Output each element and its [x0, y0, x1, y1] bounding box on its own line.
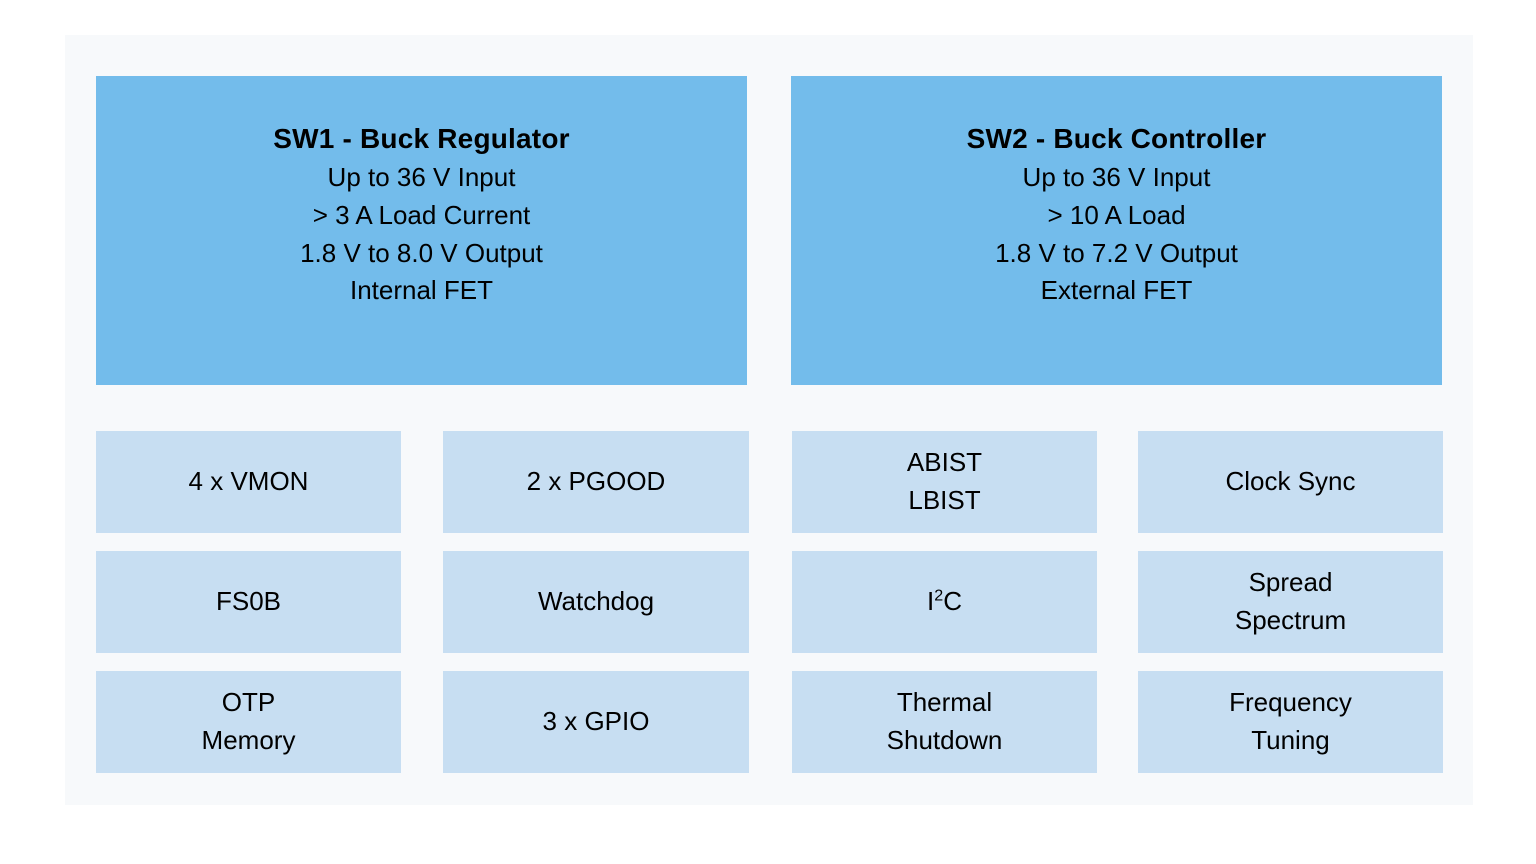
feature-label: Frequency [1229, 687, 1352, 718]
feature-label: Tuning [1251, 725, 1330, 755]
regulator-block-row: SW1 - Buck Regulator Up to 36 V Input > … [96, 76, 1442, 385]
feature-box-otp-memory: OTP Memory [96, 671, 401, 773]
feature-label: Spread [1248, 567, 1333, 598]
regulator-spec-sw1-output: 1.8 V to 8.0 V Output [300, 237, 543, 268]
feature-label: FS0B [215, 586, 282, 617]
feature-box-spread-spectrum: Spread Spectrum [1138, 551, 1443, 653]
regulator-spec-sw2-output: 1.8 V to 7.2 V Output [995, 237, 1238, 268]
feature-box-gpio: 3 x GPIO [443, 671, 749, 773]
regulator-spec-sw1-load: > 3 A Load Current [312, 199, 531, 230]
feature-box-bist: ABIST LBIST [792, 431, 1097, 533]
feature-label: Memory [201, 725, 296, 755]
feature-label: ABIST [906, 447, 983, 478]
feature-box-vmon: 4 x VMON [96, 431, 401, 533]
feature-box-clock-sync: Clock Sync [1138, 431, 1443, 533]
feature-label: Thermal [896, 687, 993, 718]
feature-label: LBIST [908, 485, 981, 515]
regulator-title-sw2: SW2 - Buck Controller [966, 123, 1267, 154]
feature-label: Watchdog [537, 586, 655, 617]
regulator-spec-sw1-input: Up to 36 V Input [327, 161, 516, 192]
feature-box-i2c: I2C [792, 551, 1097, 653]
feature-label: 3 x GPIO [542, 706, 650, 737]
feature-row: FS0B Watchdog I2C Spread Spectrum [96, 551, 1443, 653]
feature-label: Clock Sync [1225, 466, 1356, 497]
feature-box-pgood: 2 x PGOOD [443, 431, 749, 533]
feature-label: Shutdown [886, 725, 1003, 755]
feature-row: 4 x VMON 2 x PGOOD ABIST LBIST Clock Syn… [96, 431, 1443, 533]
feature-label: OTP [221, 687, 276, 718]
regulator-spec-sw1-fet: Internal FET [349, 275, 494, 306]
feature-row: OTP Memory 3 x GPIO Thermal Shutdown Fre… [96, 671, 1443, 773]
regulator-spec-sw2-load: > 10 A Load [1047, 199, 1186, 230]
regulator-spec-sw2-input: Up to 36 V Input [1022, 161, 1211, 192]
regulator-title-sw1: SW1 - Buck Regulator [273, 123, 570, 154]
feature-grid: 4 x VMON 2 x PGOOD ABIST LBIST Clock Syn… [96, 431, 1443, 773]
feature-label: 2 x PGOOD [526, 466, 666, 497]
feature-box-fs0b: FS0B [96, 551, 401, 653]
feature-box-thermal-shutdown: Thermal Shutdown [792, 671, 1097, 773]
regulator-spec-sw2-fet: External FET [1040, 275, 1193, 306]
feature-box-frequency-tuning: Frequency Tuning [1138, 671, 1443, 773]
feature-box-watchdog: Watchdog [443, 551, 749, 653]
feature-label: I2C [927, 586, 962, 617]
feature-label: 4 x VMON [188, 466, 309, 497]
diagram-panel: SW1 - Buck Regulator Up to 36 V Input > … [65, 35, 1473, 805]
regulator-block-sw1: SW1 - Buck Regulator Up to 36 V Input > … [96, 76, 747, 385]
regulator-block-sw2: SW2 - Buck Controller Up to 36 V Input >… [791, 76, 1442, 385]
feature-label: Spectrum [1234, 605, 1347, 635]
